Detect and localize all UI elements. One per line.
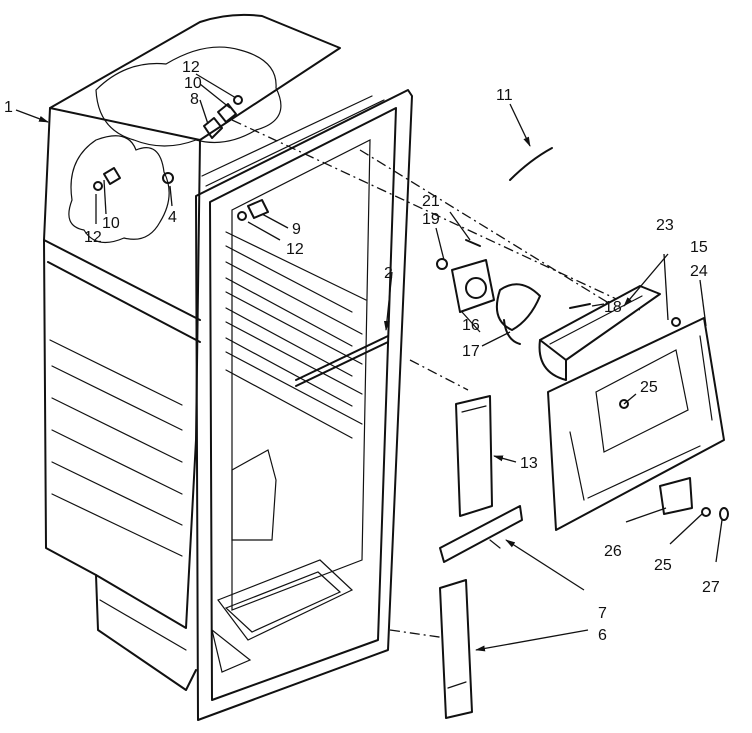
heater-tube-part-2 [295,335,389,387]
callout-23: 23 [656,217,674,234]
callout-12-mid: 12 [286,241,304,258]
callout-26: 26 [604,543,622,560]
callout-2: 2 [384,265,393,282]
duct-seal-part-7 [439,505,523,563]
callout-numbers: 1 12 10 8 4 12 10 9 12 2 11 21 19 23 15 … [4,59,720,644]
fan-blade-part-17 [496,283,541,345]
screw-part-25 [619,399,711,517]
callout-11: 11 [496,87,513,104]
screw-part-15 [671,317,681,327]
callout-10-top: 10 [184,75,202,92]
rear-panel-part-24 [547,317,725,531]
callout-9: 9 [292,221,301,238]
callout-12-top: 12 [182,59,200,76]
cabinet-shell [43,13,341,691]
callout-19: 19 [422,211,440,228]
liner-frame [195,89,413,721]
callout-10-left: 10 [102,215,120,232]
clip-part-4 [162,172,174,184]
callout-12-left: 12 [84,229,102,246]
grommet-part-19 [436,258,448,270]
callout-13: 13 [520,455,538,472]
callout-17: 17 [462,343,480,360]
callout-16: 16 [462,317,480,334]
callout-8: 8 [190,91,199,108]
callout-6: 6 [598,627,607,644]
screw-part-12 [93,95,247,221]
evaporator-fan-motor-part-16 [451,259,495,313]
bracket-part-10 [103,103,237,185]
screw-part-21 [465,239,481,247]
callout-4: 4 [168,209,177,226]
callout-24: 24 [690,263,708,280]
callout-25-lower: 25 [654,557,672,574]
thermostat-bracket-part-8 [203,117,223,139]
screw-part-18 [569,303,591,309]
callout-7: 7 [598,605,607,622]
leader-lines [15,73,723,652]
callout-25-upper: 25 [640,379,658,396]
callout-15: 15 [690,239,708,256]
duct-cover-part-6 [439,579,473,719]
callout-1: 1 [4,99,13,116]
callout-27: 27 [702,579,720,596]
callout-21: 21 [422,193,440,210]
wire-harness-part-11 [509,147,553,181]
callout-18: 18 [604,299,622,316]
washer-part-27 [719,507,729,521]
air-duct-part-13 [455,395,493,517]
bracket-part-26 [659,477,693,515]
clip-part-9 [247,199,269,219]
